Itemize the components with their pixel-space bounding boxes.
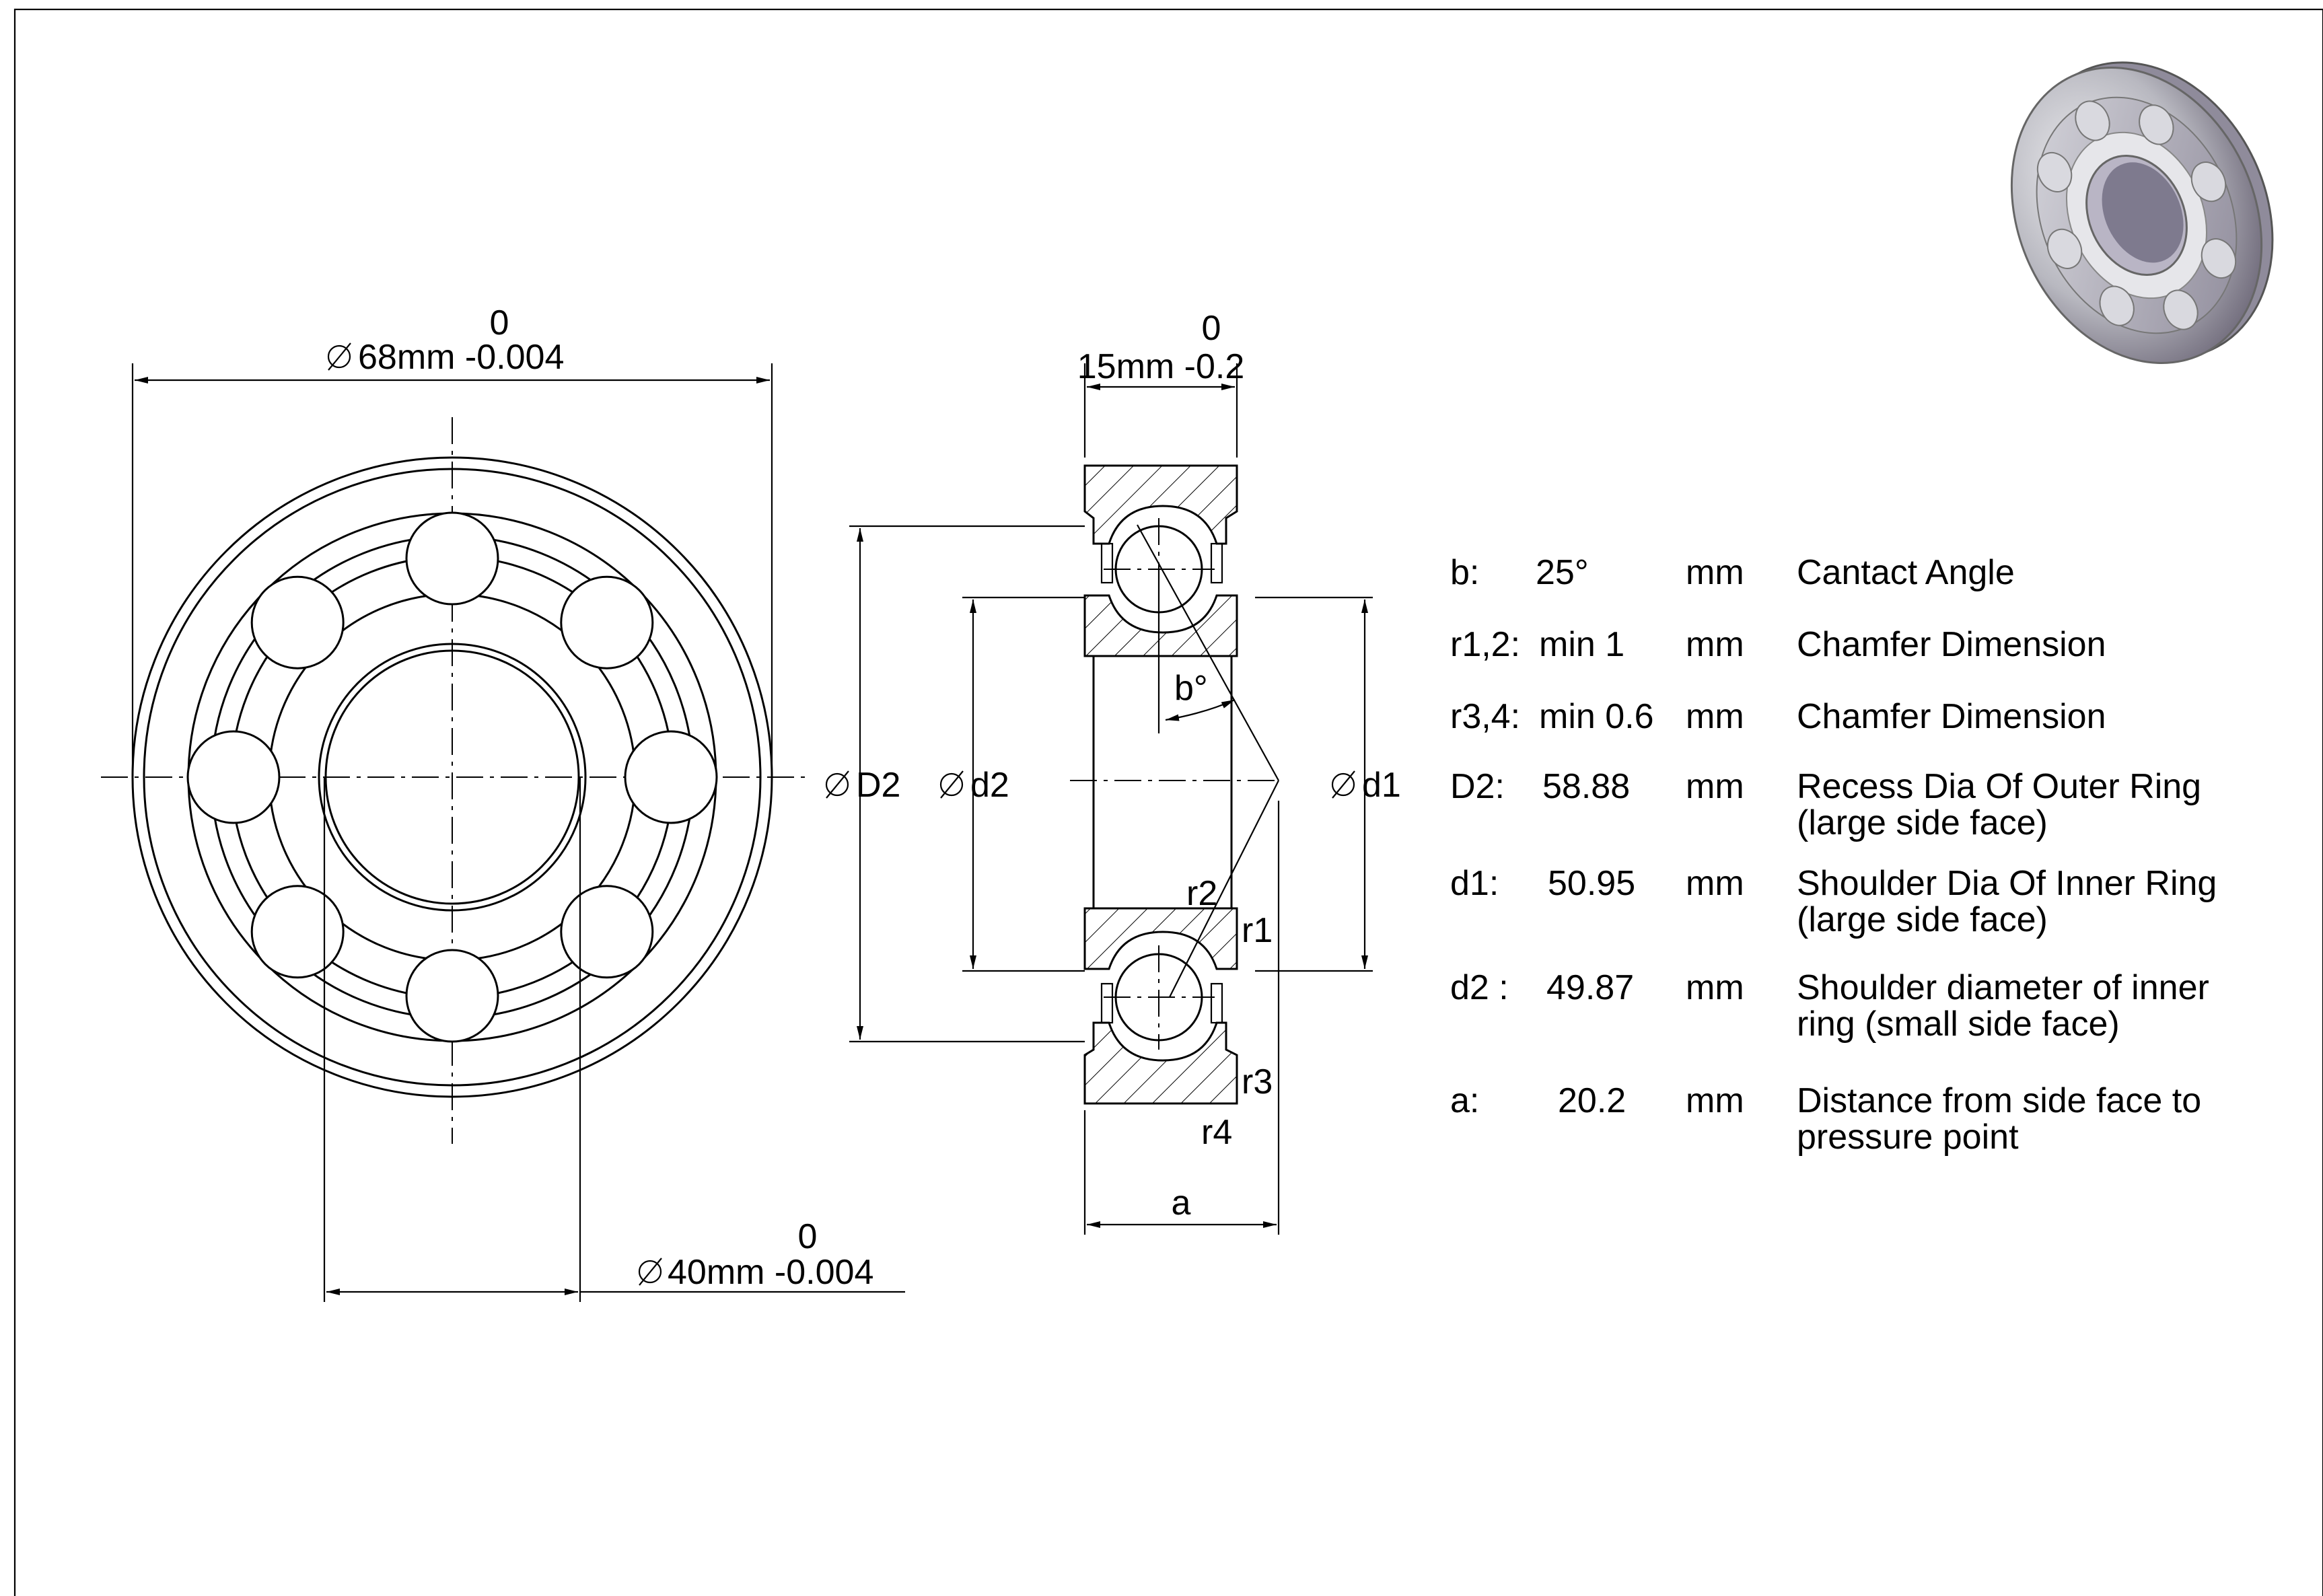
ball xyxy=(405,511,499,606)
spec-description: ring (small side face) xyxy=(1797,1005,2120,1044)
spec-description: Cantact Angle xyxy=(1797,553,2015,592)
r4-label: r4 xyxy=(1201,1113,1232,1152)
outer-dia-dimension: 68mm -0.004 xyxy=(358,338,564,377)
spec-unit: mm xyxy=(1686,767,1744,806)
contact-angle-label: b° xyxy=(1174,669,1208,708)
outer-dia-tol-upper: 0 xyxy=(490,303,509,342)
spec-description: (large side face) xyxy=(1797,900,2048,939)
spec-key: D2: xyxy=(1450,767,1505,806)
spec-unit: mm xyxy=(1686,697,1744,736)
spec-key: d2 : xyxy=(1450,968,1509,1007)
ball xyxy=(624,730,718,824)
render-ball xyxy=(2139,104,2174,145)
spec-key: d1: xyxy=(1450,864,1499,903)
bore-tol-upper: 0 xyxy=(798,1217,818,1256)
spec-unit: mm xyxy=(1686,625,1744,664)
front-view: 0 68mm -0.004 0 40mm -0.004 xyxy=(101,303,905,1302)
diameter-symbol-icon xyxy=(327,342,351,371)
spec-value: min 0.6 xyxy=(1539,697,1654,736)
section-view: b° 0 15mm -0.2 D2 d2 d1 xyxy=(825,309,1401,1235)
spec-description: Shoulder Dia Of Inner Ring xyxy=(1797,864,2217,903)
spec-unit: mm xyxy=(1686,553,1744,592)
render-ball xyxy=(2190,161,2227,203)
spec-key: r3,4: xyxy=(1450,697,1520,736)
r1-label: r1 xyxy=(1242,911,1273,950)
render-ball xyxy=(2099,285,2135,326)
spec-key: b: xyxy=(1450,553,1479,592)
spec-description: Shoulder diameter of inner xyxy=(1797,968,2209,1007)
spec-description: (large side face) xyxy=(1797,803,2048,842)
d1-label: d1 xyxy=(1362,766,1401,805)
spec-value: 25° xyxy=(1536,553,1589,592)
spec-value: 49.87 xyxy=(1546,968,1634,1007)
width-tol-upper: 0 xyxy=(1202,309,1221,348)
render-ball xyxy=(2036,151,2073,192)
diameter-symbol-icon xyxy=(638,1258,662,1286)
ball xyxy=(250,885,345,979)
ball xyxy=(186,730,281,824)
render-ball xyxy=(2163,289,2199,330)
render-ball xyxy=(2075,100,2110,141)
diameter-symbol-icon xyxy=(939,770,964,799)
spec-unit: mm xyxy=(1686,968,1744,1007)
spec-value: 50.95 xyxy=(1548,864,1635,903)
a-label: a xyxy=(1172,1184,1191,1223)
d2-label: d2 xyxy=(970,766,1009,805)
spec-unit: mm xyxy=(1686,864,1744,903)
r3-label: r3 xyxy=(1242,1062,1273,1101)
spec-description: pressure point xyxy=(1797,1118,2019,1157)
spec-key: a: xyxy=(1450,1081,1479,1120)
spec-description: Distance from side face to xyxy=(1797,1081,2201,1120)
D2-label: D2 xyxy=(856,766,900,805)
spec-description: Chamfer Dimension xyxy=(1797,625,2106,664)
ball xyxy=(405,949,499,1043)
r2-label: r2 xyxy=(1186,874,1217,913)
spec-unit: mm xyxy=(1686,1081,1744,1120)
diameter-symbol-icon xyxy=(825,770,849,799)
ball xyxy=(250,575,345,669)
bearing-3d-render-icon xyxy=(2010,61,2274,364)
ball xyxy=(560,885,654,979)
spec-value: 58.88 xyxy=(1542,767,1630,806)
render-ball xyxy=(2046,228,2083,269)
spec-description: Chamfer Dimension xyxy=(1797,697,2106,736)
spec-value: min 1 xyxy=(1539,625,1624,664)
bearing-balls xyxy=(186,511,718,1043)
sheet-border xyxy=(13,8,2323,1596)
spec-description: Recess Dia Of Outer Ring xyxy=(1797,767,2201,806)
spec-key: r1,2: xyxy=(1450,625,1520,664)
render-ball xyxy=(2201,238,2237,279)
bore-dimension: 40mm -0.004 xyxy=(668,1253,873,1292)
spec-value: 20.2 xyxy=(1558,1081,1626,1120)
diameter-symbol-icon xyxy=(1331,770,1355,799)
ball xyxy=(560,575,654,669)
width-dimension: 15mm -0.2 xyxy=(1077,347,1245,386)
